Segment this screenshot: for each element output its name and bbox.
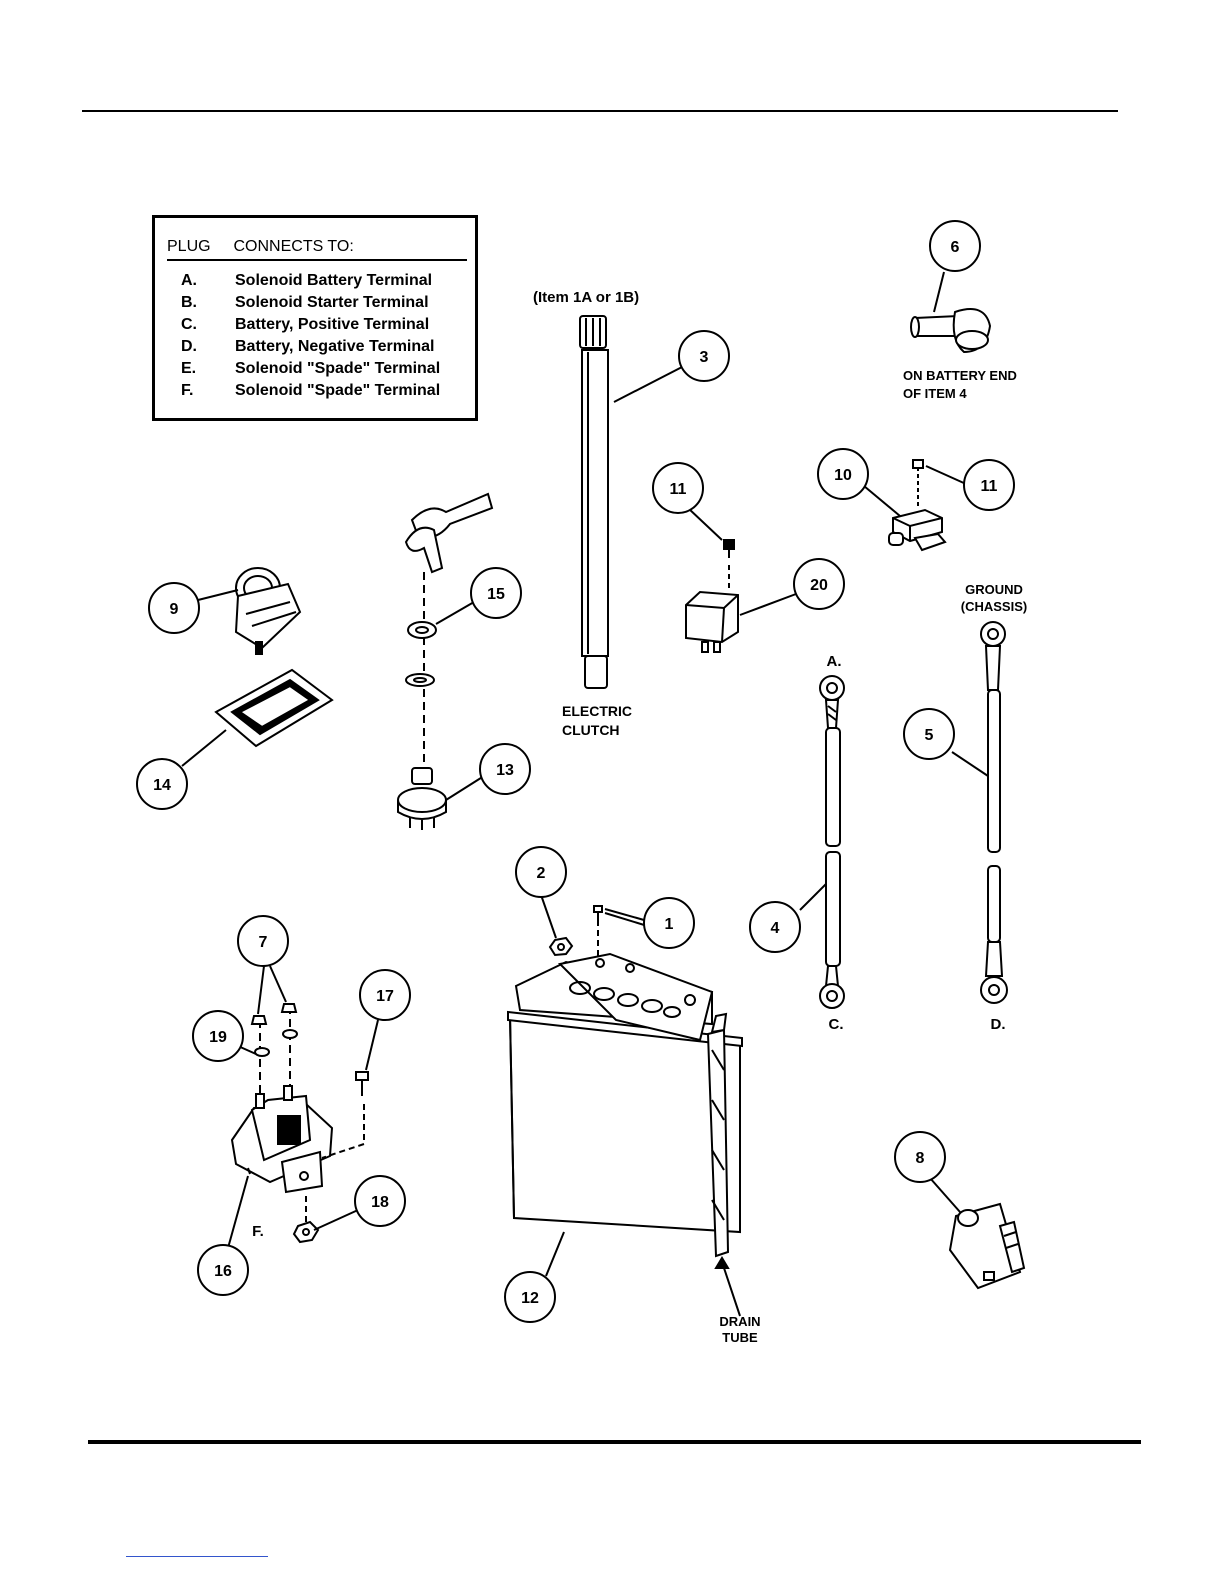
callout-5: 5 [903, 708, 955, 760]
ignition-switch [234, 567, 302, 655]
callout-9: 9 [148, 582, 200, 634]
top-rule [82, 110, 1118, 112]
callout-13-label: 13 [496, 762, 514, 779]
drain-tube-label-line2: TUBE [722, 1330, 758, 1345]
callout-20-label: 20 [810, 577, 828, 594]
callout-13: 13 [479, 743, 531, 795]
mounting-bracket [888, 459, 947, 552]
legend-desc: Solenoid Starter Terminal [235, 294, 429, 311]
battery-end-label-line2: OF ITEM 4 [903, 386, 967, 401]
callout-19-label: 19 [209, 1029, 227, 1046]
legend-desc: Battery, Positive Terminal [235, 316, 430, 333]
callout-1-label: 1 [665, 916, 674, 933]
callout-9-label: 9 [170, 601, 179, 618]
callout-4-label: 4 [771, 920, 780, 937]
callout-8-label: 8 [916, 1150, 925, 1167]
plug-legend-box: PLUG CONNECTS TO: A. Solenoid Battery Ter… [152, 215, 478, 421]
callout-11-label: 11 [670, 481, 687, 498]
legend-letter: A. [181, 272, 197, 289]
callout-18-label: 18 [371, 1194, 389, 1211]
callout-11: 11 [652, 462, 704, 514]
bottom-rule [88, 1440, 1141, 1444]
ground-label-line1: GROUND [965, 582, 1023, 597]
plug-a-label: A. [827, 653, 842, 670]
callout-11: 11 [963, 459, 1015, 511]
footer-link-underline[interactable] [126, 1556, 268, 1557]
legend-desc: Solenoid Battery Terminal [235, 272, 433, 289]
callout-15: 15 [470, 567, 522, 619]
legend-header-connects: CONNECTS TO: [233, 238, 354, 255]
callout-19: 19 [192, 1010, 244, 1062]
drain-tube-label-line1: DRAIN [719, 1314, 760, 1329]
legend-letter: E. [181, 360, 197, 377]
callout-12: 12 [504, 1271, 556, 1323]
callout-11-label: 11 [981, 478, 998, 495]
callout-16-label: 16 [214, 1263, 232, 1280]
legend-header: PLUG CONNECTS TO: [167, 238, 354, 256]
solenoid-bolt-and-nut [292, 1071, 369, 1244]
callout-4: 4 [749, 901, 801, 953]
callout-2: 2 [515, 846, 567, 898]
callout-2-label: 2 [537, 865, 546, 882]
battery-terminal-boot [910, 308, 992, 354]
battery-bolt-and-nut [548, 905, 645, 958]
ignition-key-stack [397, 492, 494, 830]
legend-header-plug: PLUG [167, 238, 211, 255]
relay-and-screw [685, 539, 739, 653]
callout-18: 18 [354, 1175, 406, 1227]
callout-10: 10 [817, 448, 869, 500]
legend-letter: F. [181, 382, 194, 399]
callout-7-label: 7 [259, 934, 268, 951]
electric-clutch-label-line1: ELECTRIC [562, 703, 632, 719]
callout-6: 6 [929, 220, 981, 272]
callout-14: 14 [136, 758, 188, 810]
battery-end-label-line1: ON BATTERY END [903, 368, 1017, 383]
callout-12-label: 12 [521, 1290, 539, 1307]
callout-3: 3 [678, 330, 730, 382]
legend-letter: B. [181, 294, 197, 311]
starter-solenoid [230, 1003, 334, 1194]
callout-15-label: 15 [487, 586, 505, 603]
callout-3-label: 3 [700, 349, 709, 366]
callout-8: 8 [894, 1131, 946, 1183]
callout-16: 16 [197, 1244, 249, 1296]
callout-17-label: 17 [376, 988, 394, 1005]
legend-letter: C. [181, 316, 197, 333]
plug-c-label: C. [829, 1016, 844, 1033]
plug-d-label: D. [991, 1016, 1006, 1033]
callout-14-label: 14 [153, 777, 171, 794]
callout-6-label: 6 [951, 239, 960, 256]
wire-connector [948, 1202, 1026, 1290]
item-1a-1b-label: (Item 1A or 1B) [533, 289, 639, 306]
legend-desc: Solenoid "Spade" Terminal [235, 360, 441, 377]
callout-7: 7 [237, 915, 289, 967]
legend-desc: Battery, Negative Terminal [235, 338, 435, 355]
plug-f-label: F. [252, 1223, 264, 1240]
legend-desc: Solenoid "Spade" Terminal [235, 382, 441, 399]
callout-leaders [181, 271, 989, 1317]
callout-20: 20 [793, 558, 845, 610]
legend-divider [167, 259, 467, 261]
ground-label-line2: (CHASSIS) [961, 599, 1027, 614]
ground-cable [980, 621, 1008, 1004]
callout-1: 1 [643, 897, 695, 949]
battery [507, 952, 743, 1258]
legend-letter: D. [181, 338, 197, 355]
clutch-wire-harness [579, 315, 609, 689]
switch-bezel-plate [214, 668, 334, 748]
electric-clutch-label-line2: CLUTCH [562, 722, 620, 738]
battery-positive-cable [819, 675, 845, 1009]
callout-5-label: 5 [925, 727, 934, 744]
callout-10-label: 10 [834, 467, 852, 484]
callout-17: 17 [359, 969, 411, 1021]
